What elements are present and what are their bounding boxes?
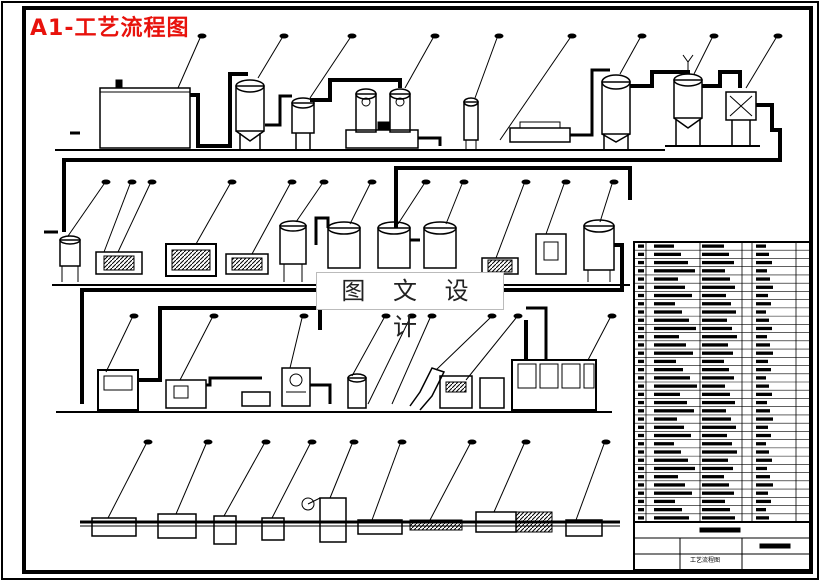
table-row [634, 348, 810, 355]
table-row [634, 389, 810, 396]
table-row [634, 282, 810, 289]
title-block [633, 521, 811, 571]
table-row [634, 505, 810, 512]
table-row [634, 447, 810, 454]
drawing-title: A1-工艺流程图 [30, 16, 190, 41]
table-row [634, 406, 810, 413]
table-row [634, 464, 810, 471]
equipment-list-table [633, 241, 811, 523]
table-row [634, 258, 810, 265]
table-row [634, 480, 810, 487]
row-1-process-line [55, 54, 782, 162]
table-row [634, 365, 810, 372]
table-row [634, 439, 810, 446]
table-row [634, 431, 810, 438]
title-block-name: 工艺流程图 [690, 557, 721, 564]
table-row [634, 513, 810, 520]
row-4-leaders [107, 439, 611, 521]
table-row [634, 356, 810, 364]
table-row [634, 266, 810, 273]
table-row [634, 324, 810, 331]
table-row [634, 274, 810, 281]
table-row [634, 340, 810, 347]
table-row [634, 241, 810, 248]
table-row [634, 455, 810, 462]
row-3-process-line [56, 306, 612, 413]
table-row [634, 315, 810, 322]
row-1-leaders [177, 33, 783, 141]
table-row [634, 422, 810, 429]
row-2-process-line [44, 158, 640, 404]
table-row [634, 373, 810, 380]
table-row [634, 488, 810, 495]
table-row [634, 472, 810, 479]
table-row [634, 332, 810, 339]
row-2-leaders [67, 179, 619, 259]
row-3-leaders [105, 313, 617, 405]
table-row [634, 307, 810, 314]
table-row [634, 398, 810, 405]
row-4-packaging-line [80, 497, 620, 545]
table-row [634, 381, 810, 388]
table-row [634, 299, 810, 306]
table-row [634, 496, 810, 504]
table-row [634, 249, 810, 256]
table-row [634, 291, 810, 298]
watermark-text: 图 文 设 计 [316, 272, 504, 341]
table-row [634, 414, 810, 421]
